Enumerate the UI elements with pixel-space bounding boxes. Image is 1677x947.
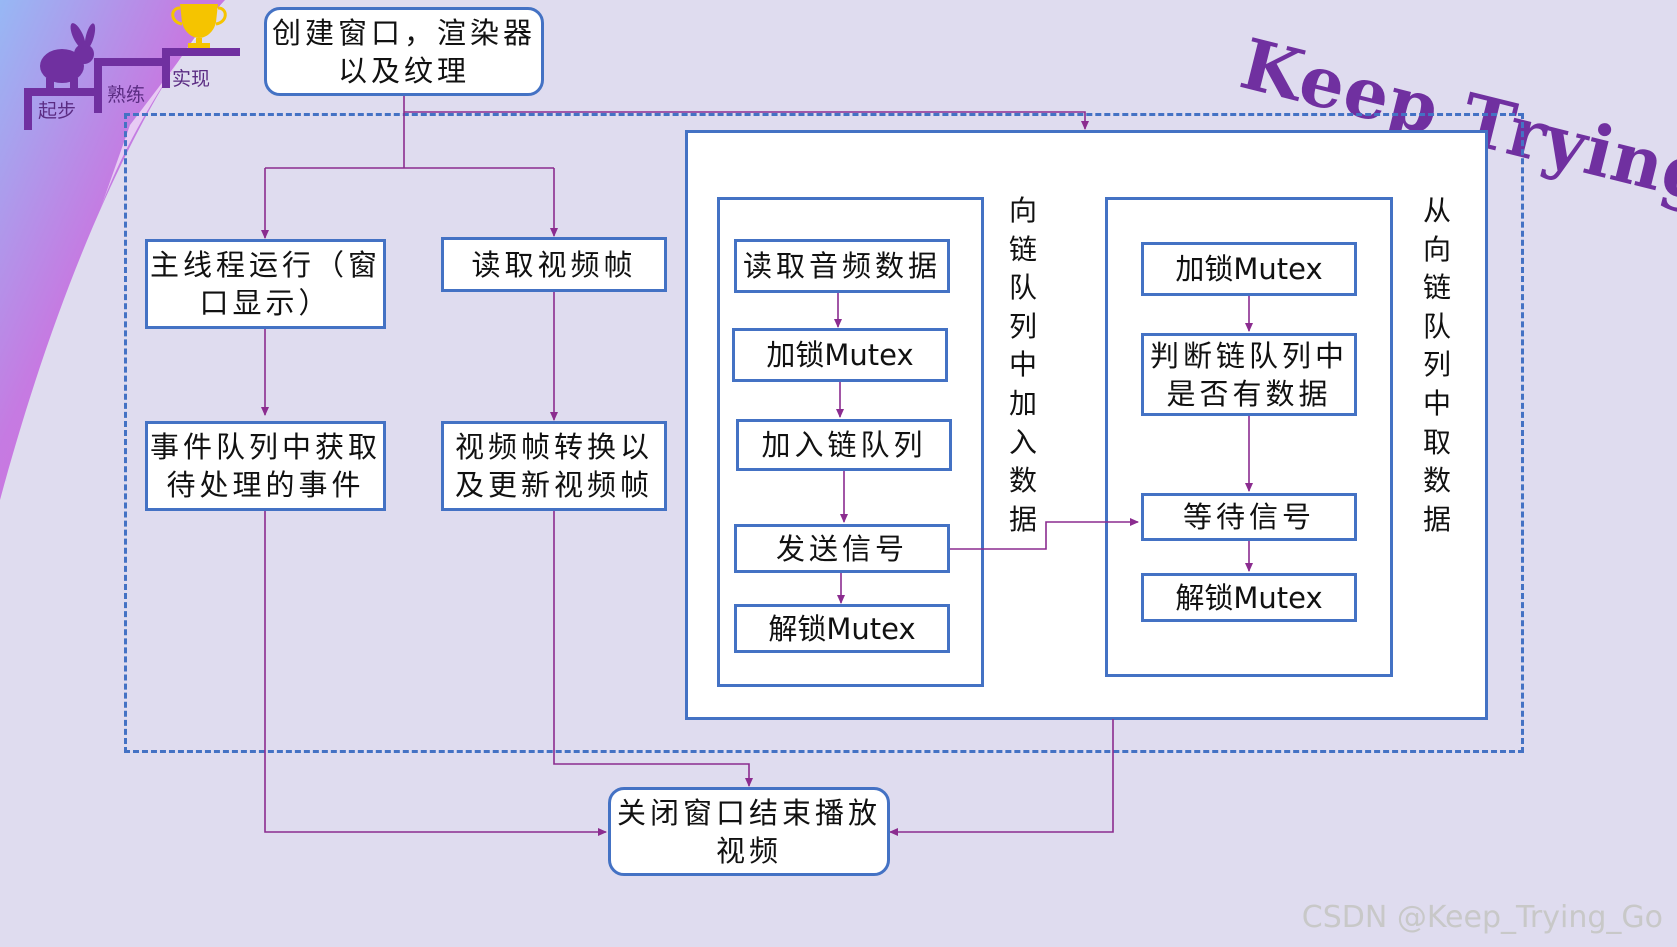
node-producer-read-audio: 读取音频数据 [734, 239, 950, 293]
node-producer-lock: 加锁Mutex [732, 328, 948, 382]
producer-side-label: 向 链 队 列 中 加 入 数 据 [1008, 194, 1037, 536]
threads-dashed-frame [124, 113, 1524, 753]
trophy-icon [171, 4, 227, 48]
producer-group [717, 197, 984, 687]
arrow-audio-to-close [889, 719, 1114, 836]
node-main-thread: 主线程运行（窗 口显示） [145, 239, 386, 329]
arrow-signal-to-wait [950, 518, 1139, 550]
node-close-window: 关闭窗口结束播放 视频 [608, 787, 890, 876]
node-consumer-unlock-label: 解锁Mutex [1175, 580, 1323, 615]
node-consumer-lock: 加锁Mutex [1141, 242, 1357, 296]
rabbit-icon [40, 23, 96, 90]
logo-steps-icon [24, 4, 240, 130]
node-producer-read-audio-label: 读取音频数据 [742, 249, 941, 283]
node-consumer-check-label: 判断链队列中 是否有数据 [1149, 338, 1348, 411]
node-producer-enqueue: 加入链队列 [736, 419, 952, 471]
consumer-group [1105, 197, 1393, 677]
logo-label-achieve: 实现 [172, 68, 211, 90]
node-producer-unlock-label: 解锁Mutex [768, 611, 916, 646]
node-consumer-lock-label: 加锁Mutex [1175, 252, 1323, 286]
node-producer-enqueue-label: 加入链队列 [761, 428, 927, 462]
node-create-window-label: 创建窗口，渲染器 以及纹理 [271, 15, 536, 88]
node-read-frame-label: 读取视频帧 [471, 247, 637, 282]
node-event-queue-label: 事件队列中获取 待处理的事件 [149, 430, 381, 502]
node-consumer-check: 判断链队列中 是否有数据 [1141, 333, 1357, 416]
node-producer-lock-label: 加锁Mutex [766, 338, 914, 372]
node-close-window-label: 关闭窗口结束播放 视频 [616, 795, 881, 868]
node-main-thread-label: 主线程运行（窗 口显示） [149, 248, 381, 320]
arrow-event-to-close [264, 511, 607, 836]
node-read-frame: 读取视频帧 [441, 237, 667, 292]
node-producer-signal-label: 发送信号 [775, 531, 908, 566]
logo-label-skilled: 熟练 [107, 84, 146, 106]
consumer-side-label: 从 向 链 队 列 中 取 数 据 [1422, 194, 1451, 536]
node-convert-frame: 视频帧转换以 及更新视频帧 [441, 421, 667, 511]
node-event-queue: 事件队列中获取 待处理的事件 [145, 421, 386, 511]
csdn-watermark: CSDN @Keep_Trying_Go [1301, 900, 1663, 935]
node-create-window: 创建窗口，渲染器 以及纹理 [264, 7, 544, 96]
logo-label-start: 起步 [38, 100, 77, 122]
node-convert-frame-label: 视频帧转换以 及更新视频帧 [454, 430, 653, 502]
arrow-convert-to-close [553, 511, 753, 787]
node-consumer-wait: 等待信号 [1141, 493, 1357, 541]
node-producer-signal: 发送信号 [734, 524, 950, 573]
node-consumer-wait-label: 等待信号 [1182, 500, 1315, 534]
arrow-to-audio-threads [404, 111, 1089, 130]
node-consumer-unlock: 解锁Mutex [1141, 573, 1357, 622]
node-producer-unlock: 解锁Mutex [734, 604, 950, 653]
